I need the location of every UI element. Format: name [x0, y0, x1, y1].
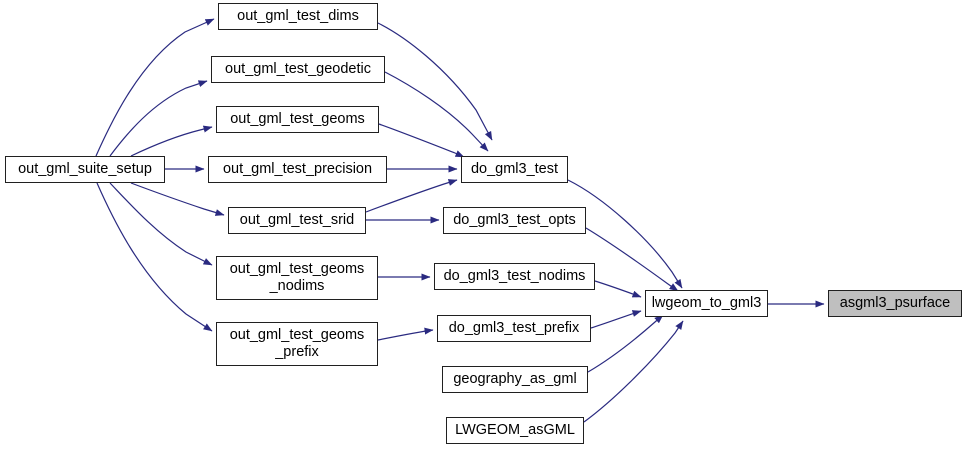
graph-node-label: do_gml3_test_opts	[453, 212, 576, 228]
graph-node-label: do_gml3_test_nodims	[443, 268, 586, 284]
edge-geography_as_gml-to-lwgeom_to_gml3	[587, 314, 664, 373]
graph-node-label: out_gml_test_geoms _prefix	[229, 327, 365, 360]
graph-node-do_gml3_test_opts[interactable]: do_gml3_test_opts	[443, 207, 586, 234]
graph-node-out_gml_test_geoms_nodims[interactable]: out_gml_test_geoms _nodims	[216, 256, 378, 300]
graph-node-out_gml_suite_setup[interactable]: out_gml_suite_setup	[5, 156, 165, 183]
graph-node-geography_as_gml[interactable]: geography_as_gml	[442, 366, 588, 393]
graph-node-lwgeom_to_gml3[interactable]: lwgeom_to_gml3	[645, 290, 768, 317]
edge-out_gml_suite_setup-to-out_gml_test_geoms_prefix	[96, 182, 213, 332]
edge-do_gml3_test_opts-to-lwgeom_to_gml3	[585, 227, 679, 292]
graph-node-label: out_gml_suite_setup	[18, 161, 152, 177]
graph-node-LWGEOM_asGML[interactable]: LWGEOM_asGML	[446, 417, 584, 444]
graph-node-out_gml_test_geodetic[interactable]: out_gml_test_geodetic	[211, 56, 385, 83]
graph-node-label: do_gml3_test_prefix	[448, 320, 580, 336]
graph-node-out_gml_test_geoms[interactable]: out_gml_test_geoms	[216, 106, 379, 133]
graph-node-label: out_gml_test_geodetic	[225, 61, 371, 77]
graph-node-do_gml3_test_nodims[interactable]: do_gml3_test_nodims	[434, 263, 595, 290]
graph-node-label: out_gml_test_precision	[222, 161, 373, 177]
graph-node-label: out_gml_test_geoms _nodims	[229, 261, 365, 294]
graph-node-label: geography_as_gml	[453, 371, 577, 387]
graph-node-label: lwgeom_to_gml3	[651, 295, 762, 311]
graph-node-label: out_gml_test_geoms	[230, 111, 365, 127]
edge-out_gml_suite_setup-to-out_gml_test_geoms	[130, 125, 213, 157]
edge-out_gml_test_dims-to-do_gml3_test	[377, 22, 493, 141]
edge-LWGEOM_asGML-to-lwgeom_to_gml3	[583, 320, 684, 423]
edge-out_gml_test_geodetic-to-do_gml3_test	[384, 71, 489, 152]
graph-node-label: LWGEOM_asGML	[455, 422, 575, 438]
edge-out_gml_test_geoms-to-do_gml3_test	[378, 123, 465, 158]
edge-do_gml3_test_nodims-to-lwgeom_to_gml3	[594, 280, 642, 298]
graph-node-label: do_gml3_test	[470, 161, 559, 177]
graph-node-asgml3_psurface[interactable]: asgml3_psurface	[828, 290, 962, 317]
graph-node-do_gml3_test_prefix[interactable]: do_gml3_test_prefix	[437, 315, 591, 342]
edge-out_gml_suite_setup-to-out_gml_test_dims	[95, 18, 215, 157]
graph-node-do_gml3_test[interactable]: do_gml3_test	[461, 156, 568, 183]
edge-out_gml_suite_setup-to-out_gml_test_srid	[130, 182, 225, 216]
graph-node-out_gml_test_precision[interactable]: out_gml_test_precision	[208, 156, 387, 183]
edge-out_gml_suite_setup-to-out_gml_test_geoms_nodims	[109, 182, 213, 266]
edge-out_gml_suite_setup-to-out_gml_test_geodetic	[109, 80, 208, 157]
graph-node-out_gml_test_dims[interactable]: out_gml_test_dims	[218, 3, 378, 30]
graph-node-out_gml_test_srid[interactable]: out_gml_test_srid	[228, 207, 366, 234]
graph-node-label: out_gml_test_dims	[237, 8, 359, 24]
graph-node-out_gml_test_geoms_prefix[interactable]: out_gml_test_geoms _prefix	[216, 322, 378, 366]
graph-node-label: out_gml_test_srid	[239, 212, 355, 228]
graph-node-label: asgml3_psurface	[839, 295, 951, 311]
edge-do_gml3_test_prefix-to-lwgeom_to_gml3	[590, 310, 642, 329]
edge-out_gml_test_geoms_prefix-to-do_gml3_test_prefix	[377, 327, 434, 341]
